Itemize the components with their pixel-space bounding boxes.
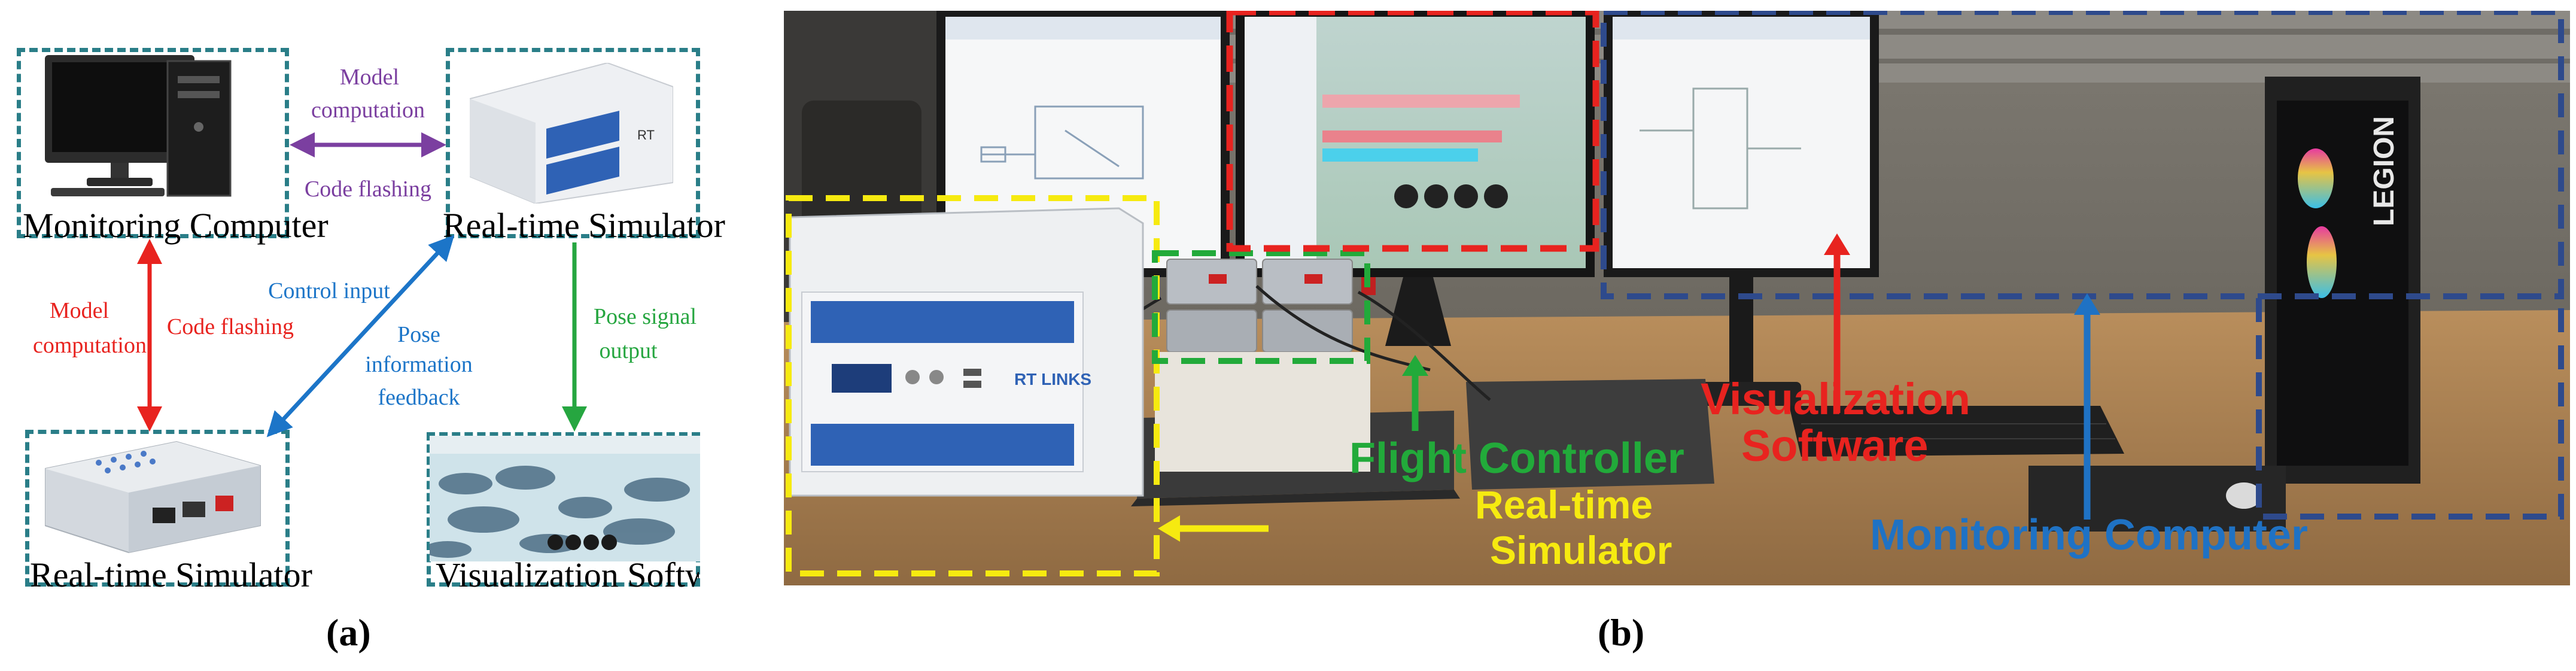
realtime-simulator-chassis: RT LINKS [789,207,1144,497]
realtime-simulator-bottom-image [45,441,261,554]
purple-label-code-flashing: Code flashing [304,177,432,202]
blue-label-control-input: Control input [268,278,390,303]
rt-links-brand: RT LINKS [1014,370,1091,388]
caption-b: (b) [1598,611,1645,654]
visualization-software-label-line2: Software [1741,421,1929,470]
yellow-arrowhead [1158,515,1180,542]
blue-label-feedback: feedback [378,385,460,410]
visualization-software-label-line1: Visualization [1701,374,1970,424]
navy-dashed-box [1601,11,2564,299]
red-dashed-box [1226,11,1599,252]
blue-label-information: information [365,352,473,377]
caption-a: (a) [326,611,371,654]
realtime-simulator-top-label: Real-time Simulator [443,206,725,245]
realtime-simulator-bottom-label: Real-time Simulator [30,555,312,594]
realtime-simulator-top-image: RT [470,63,673,204]
visualization-software-label: Visualization Software [436,558,699,593]
purple-label-computation: computation [311,98,425,123]
red-label-computation: computation [33,333,147,358]
monitoring-computer-label: Monitoring Computer [1870,511,2308,559]
svg-text:RT: RT [637,127,655,142]
red-label-code-flashing: Code flashing [166,314,294,339]
monitoring-computer-box [17,48,289,238]
realtime-simulator-label-line1: Real-time [1475,482,1653,527]
green-arrowhead [1402,355,1428,376]
purple-label-model: Model [339,65,400,90]
realtime-simulator-bottom-box [25,430,290,587]
red-arrowhead [1824,233,1850,255]
realtime-simulator-top-box [446,48,700,238]
green-label-pose-signal: Pose signal [593,304,697,329]
visualization-software-image [430,436,700,561]
flight-controller-devices [1155,259,1370,472]
green-dashed-box [1152,250,1370,364]
red-label-model: Model [49,298,110,323]
blue-bidirectional-arrow [266,235,455,438]
yellow-dashed-box [786,195,1160,576]
panel-b: LEGION [784,11,2570,585]
monitoring-computer-image [45,55,232,197]
blue-label-pose: Pose [397,322,440,347]
green-label-output: output [599,338,658,363]
lab-photo: LEGION [784,11,2570,585]
blue-arrowhead [2074,293,2100,315]
realtime-simulator-label-line2: Simulator [1490,528,1672,572]
flight-controller-label: Flight Controller [1349,435,1684,482]
legion-logo: LEGION [2368,116,2400,226]
panel-a: Monitoring Computer RT Real-time Simulat… [0,0,725,671]
panel-a-arrows [137,132,587,438]
